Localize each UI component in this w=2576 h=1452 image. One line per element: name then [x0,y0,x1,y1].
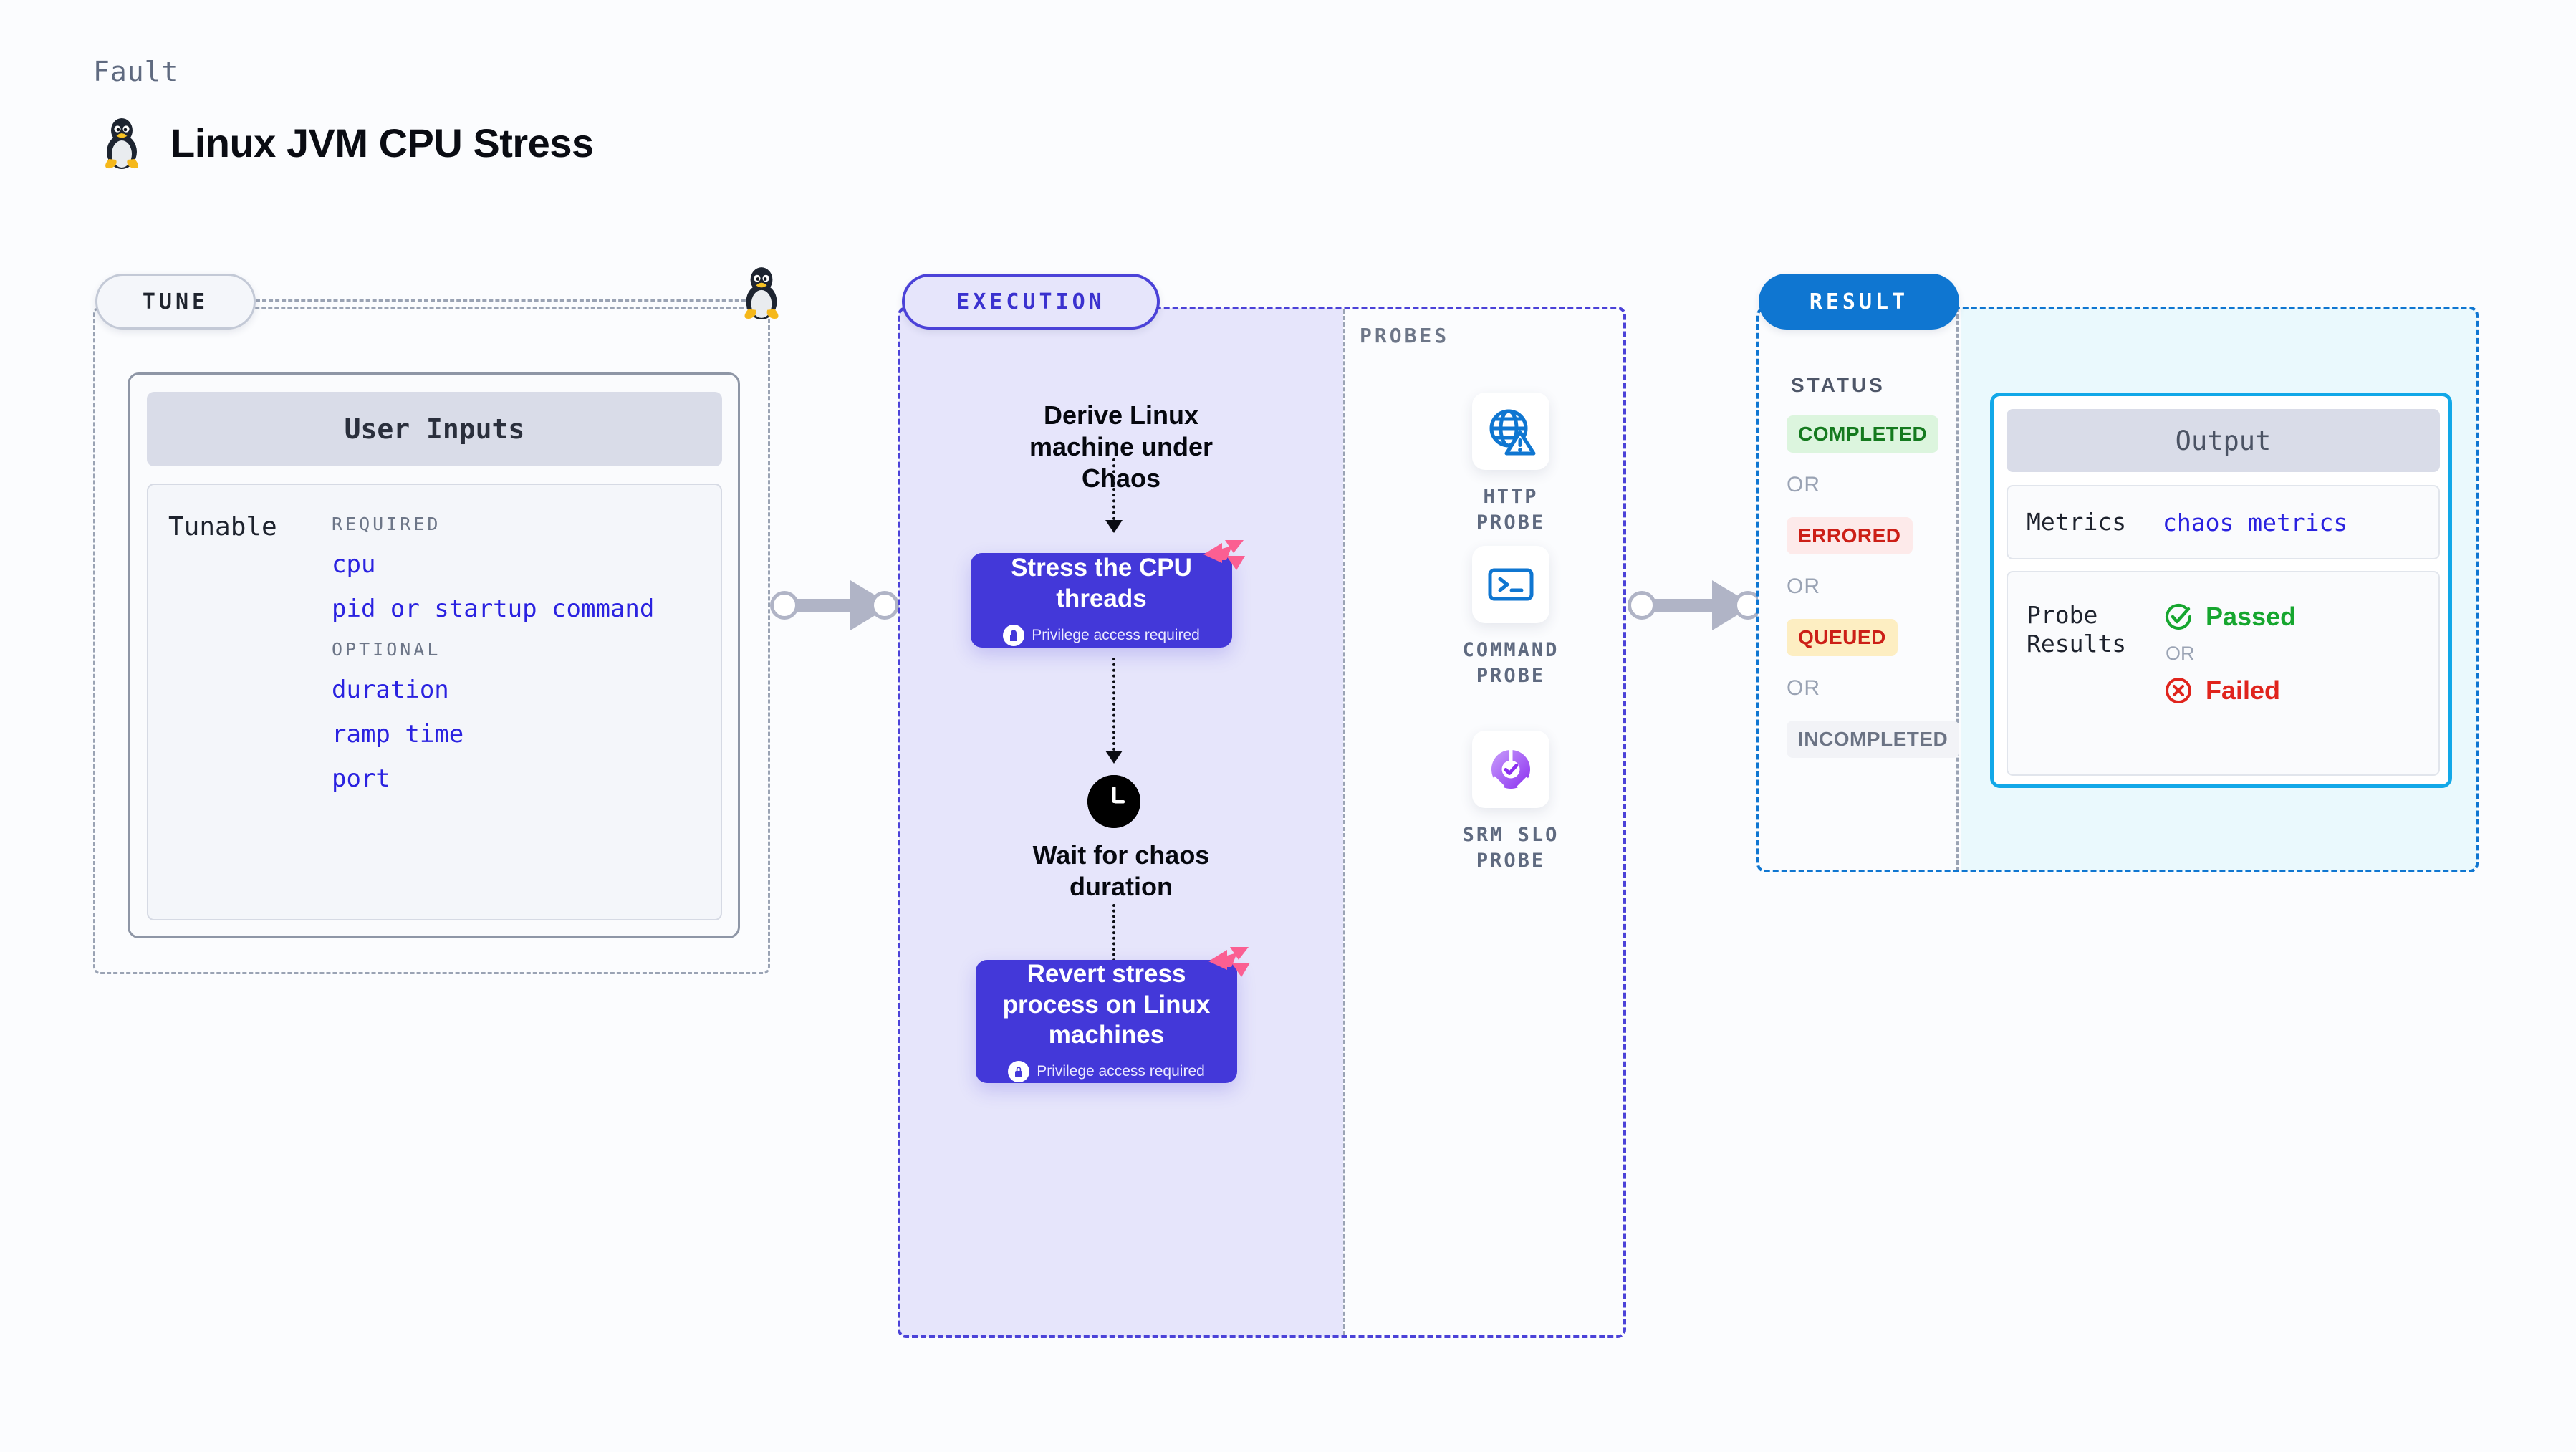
connector-execution-to-result [1628,580,1764,630]
globe-warning-icon [1472,393,1549,470]
result-region [1756,307,2479,872]
node-privilege-note: Privilege access required [1008,1061,1205,1083]
status-or-3: OR [1787,676,1820,700]
passed-label: Passed [2206,602,2297,631]
group-heading-optional: OPTIONAL [332,639,441,660]
failed-label: Failed [2206,675,2281,705]
metrics-key: Metrics [2027,508,2127,537]
user-inputs-title: User Inputs [147,392,722,466]
connector-tune-to-execution [770,580,899,630]
status-or-1: OR [1787,473,1820,496]
probe-results-key: Probe Results [2027,601,2127,658]
slo-donut-check-icon [1472,731,1549,808]
flow-line-3 [1112,904,1115,967]
status-badge-queued: QUEUED [1787,619,1898,656]
page-kicker: Fault [93,56,179,87]
probe-label: HTTP PROBE [1476,486,1546,534]
node-privilege-text: Privilege access required [1037,1063,1205,1080]
tunable-body: Tunable REQUIRED cpu pid or startup comm… [147,484,722,920]
execution-node-stress-cpu[interactable]: Stress the CPU threads Privilege access … [971,540,1245,648]
status-or-2: OR [1787,574,1820,598]
lock-icon [1008,1061,1030,1083]
group-heading-required: REQUIRED [332,514,441,534]
check-circle-icon [2166,604,2191,630]
result-status-column [1758,308,1959,871]
node-title: Revert stress process on Linux machines [1002,959,1211,1049]
result-pill[interactable]: RESULT [1759,274,1959,330]
x-circle-icon [2166,678,2191,703]
execution-step-wait: Wait for chaos duration [1032,840,1210,901]
lock-icon [1003,624,1025,646]
probe-http[interactable]: HTTP PROBE [1443,393,1579,537]
user-inputs-card: User Inputs Tunable REQUIRED cpu pid or … [128,372,740,938]
terminal-icon [1472,546,1549,623]
tunable-item-cpu[interactable]: cpu [332,550,376,579]
page-title: Linux JVM CPU Stress [170,120,594,165]
flow-arrow-1 [1105,520,1123,533]
output-card-title: Output [2007,409,2440,472]
probes-heading: PROBES [1360,324,1450,347]
page-title-row: Linux JVM CPU Stress [99,115,594,170]
probes-divider [1343,309,1345,1335]
node-title: Stress the CPU threads [1011,554,1192,612]
probe-command[interactable]: COMMAND PROBE [1443,546,1579,690]
tunable-groups: REQUIRED cpu pid or startup command OPTI… [332,504,704,809]
clock-icon [1087,775,1140,828]
metrics-value-link[interactable]: chaos metrics [2163,508,2348,537]
probe-results-or: OR [2166,643,2195,664]
tunable-item-duration[interactable]: duration [332,675,449,704]
tune-pill[interactable]: TUNE [95,274,256,330]
status-badge-completed: COMPLETED [1787,415,1939,453]
probe-result-passed: Passed [2163,601,2296,633]
tunable-item-pid-or-startup-command[interactable]: pid or startup command [332,595,655,623]
output-probe-results-row: Probe Results Passed OR Failed [2007,571,2440,776]
output-metrics-row: Metrics chaos metrics [2007,485,2440,559]
flow-arrow-2 [1105,751,1123,764]
status-badge-errored: ERRORED [1787,517,1913,554]
node-privilege-text: Privilege access required [1032,626,1200,643]
execution-node-revert-stress[interactable]: Revert stress process on Linux machines … [976,947,1250,1083]
flow-line-2 [1112,658,1115,751]
node-privilege-note: Privilege access required [1003,624,1200,646]
tunable-label: Tunable [168,512,277,542]
probe-label: SRM SLO PROBE [1462,824,1559,872]
status-badge-incompleted: INCOMPLETED [1787,721,1960,758]
tunable-item-ramp-time[interactable]: ramp time [332,720,464,749]
tune-top-dashed-line [256,299,772,302]
probe-results-values: Passed OR Failed [2163,601,2296,706]
fault-ribbon-icon [1208,947,1250,977]
execution-step-derive: Derive Linux machine under Chaos [1029,400,1213,493]
status-heading: STATUS [1791,374,1885,396]
tunable-item-port[interactable]: port [332,764,390,793]
output-card: Output Metrics chaos metrics Probe Resul… [1990,393,2452,788]
fault-ribbon-icon [1203,540,1245,570]
execution-pill[interactable]: EXECUTION [902,274,1160,330]
probe-label: COMMAND PROBE [1462,639,1559,688]
execution-region [898,307,1626,1338]
probe-srm-slo[interactable]: SRM SLO PROBE [1443,731,1579,875]
tune-region [93,307,770,974]
flow-line-1 [1112,458,1115,520]
tux-penguin-icon [105,118,138,169]
tux-penguin-icon [744,267,779,319]
probe-result-failed: Failed [2163,675,2296,706]
